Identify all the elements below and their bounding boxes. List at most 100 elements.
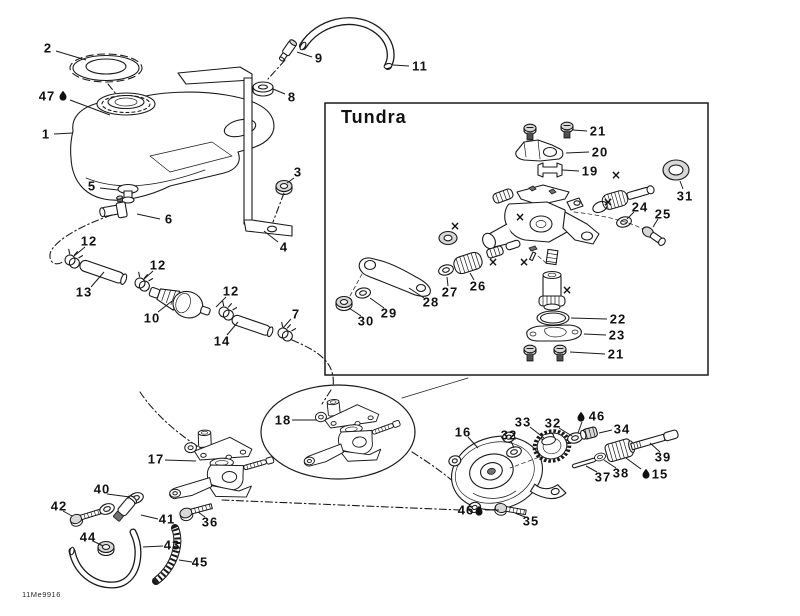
callout-47: 47 <box>39 89 55 104</box>
callout-4: 4 <box>280 240 288 255</box>
callout-leader <box>514 512 526 518</box>
callout-leader <box>226 321 239 336</box>
assembly-axis-line <box>139 391 201 449</box>
oil-droplet-icon <box>59 90 67 101</box>
callout-leader <box>649 442 661 453</box>
filler-neck <box>96 92 156 116</box>
shaft-segment <box>505 239 521 251</box>
callout-28: 28 <box>423 295 439 310</box>
callout-leader <box>585 465 598 473</box>
callout-26: 26 <box>470 279 486 294</box>
callout-leader <box>90 271 105 288</box>
elbow-fitting <box>99 195 128 219</box>
callout-40: 40 <box>94 482 110 497</box>
valve-spring <box>545 248 559 266</box>
alignment-x-mark: × <box>562 283 572 297</box>
callout-leader <box>565 151 590 154</box>
callout-leader <box>598 429 613 434</box>
callout-21: 21 <box>590 124 606 139</box>
vent-fitting <box>278 39 298 62</box>
hose-14 <box>231 314 274 338</box>
callout-leader <box>99 187 119 191</box>
pump-plunger-gear <box>538 270 566 311</box>
callout-38: 38 <box>613 466 629 481</box>
o-ring-22 <box>536 310 570 326</box>
pump-screw <box>560 121 574 139</box>
callout-35: 35 <box>523 514 539 529</box>
callout-30: 30 <box>358 314 374 329</box>
callout-leader <box>392 64 410 67</box>
callout-27: 27 <box>442 285 458 300</box>
callout-9: 9 <box>315 51 323 66</box>
nut-44 <box>97 540 115 557</box>
callout-46: 46 <box>589 409 605 424</box>
callout-leader <box>215 296 227 308</box>
callout-leader <box>272 88 286 95</box>
alignment-x-mark: × <box>519 255 529 269</box>
callout-5: 5 <box>88 179 96 194</box>
callout-leader <box>53 132 74 135</box>
callout-19: 19 <box>582 164 598 179</box>
callout-33: 33 <box>515 415 531 430</box>
callout-8: 8 <box>288 90 296 105</box>
callout-leader <box>369 297 385 309</box>
washer-29 <box>354 286 372 300</box>
callout-23: 23 <box>609 328 625 343</box>
tundra-inset-box: Tundra <box>324 102 709 376</box>
callout-leader <box>467 436 479 449</box>
callout-leader <box>625 457 642 470</box>
callout-36: 36 <box>202 515 218 530</box>
callout-2: 2 <box>44 41 52 56</box>
callout-leader <box>652 218 659 228</box>
callout-leader <box>296 51 313 58</box>
callout-21: 21 <box>608 347 624 362</box>
callout-24: 24 <box>632 200 648 215</box>
cable-end-41 <box>113 495 137 522</box>
callout-leader <box>626 211 635 220</box>
callout-39: 39 <box>655 450 671 465</box>
knurled-nut-34 <box>580 426 598 440</box>
callout-37: 37 <box>595 470 611 485</box>
bearing-31 <box>662 159 690 181</box>
callout-29: 29 <box>381 306 397 321</box>
callout-3: 3 <box>294 165 302 180</box>
callout-41: 41 <box>159 512 175 527</box>
pump-cover-plate <box>526 324 582 342</box>
worm-shaft-39 <box>604 429 679 463</box>
callout-leader <box>569 351 606 355</box>
callout-leader <box>263 230 279 243</box>
pump-bracket <box>515 139 564 162</box>
callout-13: 13 <box>76 285 92 300</box>
bubble-housing-axis <box>411 451 455 483</box>
callout-leader <box>92 540 104 547</box>
pump-screw <box>553 344 567 362</box>
inset-title: Tundra <box>341 107 407 127</box>
check-valve-pin <box>528 245 538 262</box>
tank-outlet-grommet <box>117 183 139 204</box>
oil-pump-18 <box>297 392 405 468</box>
pump-screw <box>523 123 537 141</box>
callout-12: 12 <box>223 284 239 299</box>
alignment-x-mark: × <box>450 219 460 233</box>
callout-44: 44 <box>80 530 96 545</box>
callout-1: 1 <box>42 127 50 142</box>
callout-leader <box>62 510 73 517</box>
doc-code: 11Me9916 <box>22 590 61 599</box>
callout-leader <box>529 426 545 439</box>
callout-leader <box>106 493 131 498</box>
callout-leader <box>164 459 197 462</box>
callout-leader <box>679 180 684 190</box>
callout-43: 43 <box>164 538 180 553</box>
washer-24 <box>614 214 634 230</box>
dowel-pin-37 <box>571 457 597 469</box>
callout-leader <box>510 440 515 449</box>
callout-32: 32 <box>545 416 561 431</box>
o-ring-small <box>592 200 608 214</box>
callout-leader <box>286 177 295 184</box>
callout-leader <box>603 459 617 469</box>
callout-10: 10 <box>144 311 160 326</box>
callout-12: 12 <box>150 258 166 273</box>
callout-34: 34 <box>614 422 630 437</box>
callout-18: 18 <box>275 413 291 428</box>
